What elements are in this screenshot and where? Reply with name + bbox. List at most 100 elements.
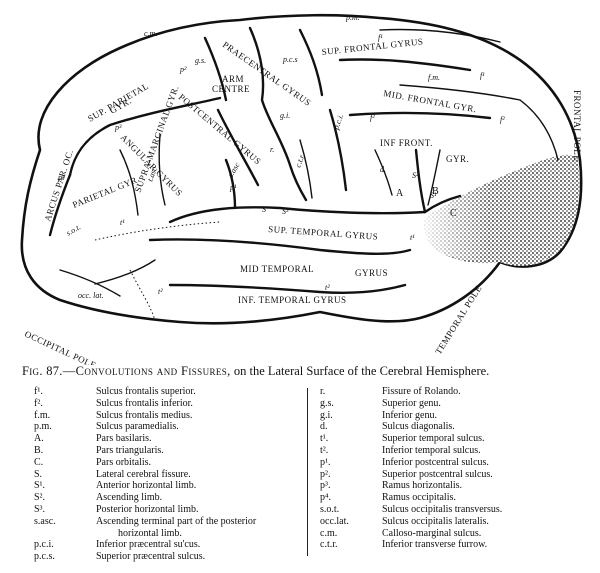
label-gyr: GYR. [446,154,469,164]
sulcus-paramedialis [379,28,501,43]
legend-desc: Superior temporal sulcus. [382,433,485,445]
label-d: d. [380,165,386,174]
legend-row: s.o.t.Sulcus occipitalis transversus. [320,504,590,516]
ramus-occipitalis [48,173,72,237]
legend-desc: Sulcus frontalis inferior. [96,397,193,409]
legend-row: p.c.s. Superior præcentral sulcus. [34,551,304,563]
inferior-postcentral-sulcus [216,108,260,187]
legend-row: horizontal limb. [34,528,304,540]
legend-desc: Sulcus paramedialis. [96,421,179,433]
legend-row: f¹.Sulcus frontalis superior. [34,386,304,398]
inferior-temporal-sulcus [168,283,407,294]
label-A: A [396,188,404,199]
legend-left-column: f¹.Sulcus frontalis superior.f². Sulcus f… [34,386,304,563]
label-t1b: t¹ [410,233,415,242]
legend-abbr: S³. [34,503,46,515]
legend-abbr: d. [320,421,328,433]
label-inf-front: INF FRONT. [380,138,433,148]
legend-abbr: r. [320,386,326,397]
legend-row: S².Ascending limb. [34,492,304,504]
label-s2: S² [412,171,419,180]
caption-title: —Convolutions and Fissures, [62,364,231,378]
legend-row: S¹.Anterior horizontal limb. [34,480,304,492]
legend-desc: Pars triangularis. [96,444,164,456]
legend-abbr: c.t.r. [320,539,338,551]
legend-abbr: S. [34,468,43,480]
legend-abbr: A. [34,433,44,445]
label-occ-lat: occ. lat. [78,291,104,300]
label-p2: p² [179,65,187,74]
legend-row: S.Lateral cerebral fissure. [34,469,304,481]
legend-row: p¹.Inferior postcentral sulcus. [320,457,590,469]
legend-abbr [34,528,96,540]
legend-row: r. Fissure of Rolando. [320,386,590,398]
inferior-transverse-furrow [299,139,313,199]
legend-desc: horizontal limb. [118,527,182,539]
legend-abbr: p². [320,468,331,480]
label-pm: p.m. [345,13,360,22]
label-f1a: f¹ [378,33,383,42]
legend-right-column: r. Fissure of Rolando.g.s.Superior genu.g… [320,386,590,551]
label-cm: c.m. [144,29,157,38]
legend-abbr: p.c.s. [34,551,55,563]
label-gs: g.s. [195,56,206,65]
label-r: r. [270,145,274,154]
legend-abbr: p¹. [320,456,331,468]
legend-desc: Ramus occipitalis. [382,492,456,504]
label-mid-temporal: MID TEMPORAL [240,264,314,274]
label-inf-temporal-gyrus: INF. TEMPORAL GYRUS [238,295,347,305]
legend-row: S³.Posterior horizontal limb. [34,504,304,516]
label-mid-temporal-gyrus: GYRUS [355,268,388,278]
caption-fig-number: Fig. 87. [22,364,63,378]
label-p3: p³ [114,123,122,132]
label-s: S [262,205,266,214]
legend-row: p².Superior postcentral sulcus. [320,469,590,481]
legend-abbr: g.s. [320,397,334,409]
label-pcs: p.c.s [282,55,298,64]
legend-abbr: t¹. [320,433,329,445]
legend-row: c.m.Calloso-marginal sulcus. [320,528,590,540]
legend-abbr: f.m. [34,409,51,421]
superior-postcentral-sulcus [203,36,228,102]
anterior-horizontal-limb [423,194,462,214]
label-t1a: t¹ [120,218,125,227]
legend-desc: Fissure of Rolando. [382,386,461,397]
legend-row: p.c.i.Inferior præcentral su'cus. [34,539,304,551]
legend-row: p³.Ramus horizontalis. [320,480,590,492]
legend-abbr: p⁴. [320,492,331,504]
ascending-terminal [224,158,237,210]
legend-desc: Sulcus diagonalis. [382,421,455,433]
superior-temporal-sulcus [148,238,412,255]
label-centre: CENTRE [212,84,250,94]
label-ctr: c.t.r [293,153,306,169]
legend-row: g.s.Superior genu. [320,398,590,410]
legend-row: B.Pars triangularis. [34,445,304,457]
legend-desc: Superior præcentral sulcus. [96,551,206,563]
legend-row: p⁴. Ramus occipitalis. [320,492,590,504]
legend-desc: Inferior genu. [382,409,437,421]
legend-desc: Ascending terminal part of the posterior [96,515,257,527]
legend-desc: Pars orbitalis. [96,456,151,468]
legend-abbr: p³. [320,480,331,492]
legend-abbr: c.m. [320,527,338,539]
label-f2b: f² [500,115,505,124]
dotted-boundary [94,221,221,241]
sulcus-frontalis-medius [399,84,521,101]
label-arm: ARM [222,74,244,84]
label-p1: p¹ [229,183,237,192]
sulcus-frontalis-inferior [348,111,492,120]
legend-row: g.i. Inferior genu. [320,410,590,422]
label-s3: S³ [282,207,289,216]
legend-abbr: f². [34,397,43,409]
superior-precentral-sulcus [298,28,324,97]
label-s1: S¹ [430,191,437,200]
legend-abbr: g.i. [320,409,333,421]
figure-caption: Fig. 87.—Convolutions and Fissures, on t… [22,364,592,379]
legend-row: p.m.Sulcus paramedialis. [34,421,304,433]
intraparietal-sulcus [68,96,222,177]
label-B: B [432,186,439,197]
label-t2a: t² [158,287,163,296]
legend-row: C.Pars orbitalis. [34,457,304,469]
legend-row: f². Sulcus frontalis inferior. [34,398,304,410]
legend-row: occ.lat.Sulcus occipitalis lateralis. [320,516,590,528]
